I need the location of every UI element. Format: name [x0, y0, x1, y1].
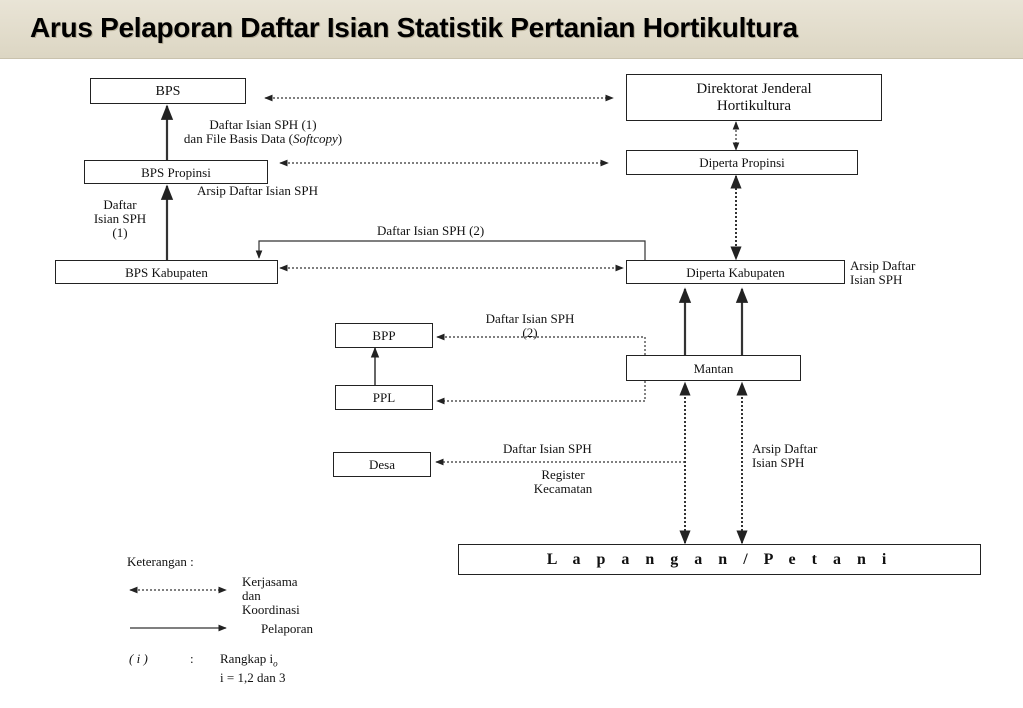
legend-report-text: Pelaporan	[261, 621, 313, 636]
box-desa-label: Desa	[369, 457, 395, 472]
label-bpp-sph: Daftar Isian SPH (2)	[455, 312, 605, 340]
label-sph1: Daftar Isian SPH (1) dan File Basis Data…	[118, 118, 408, 146]
label-sph2-top: Daftar Isian SPH (2)	[377, 223, 485, 238]
label-left-sph-line2: Isian SPH	[93, 211, 147, 226]
legend-coord-text: Kerjasama dan Koordinasi	[242, 575, 300, 617]
box-bps-kabupaten-label: BPS Kabupaten	[125, 264, 208, 280]
title-bar: Arus Pelaporan Daftar Isian Statistik Pe…	[0, 0, 1023, 59]
box-diperta-kabupaten-label: Diperta Kabupaten	[686, 264, 785, 280]
box-dirjen-line1: Direktorat Jenderal	[696, 80, 812, 97]
report-sph2-bracket	[255, 240, 646, 261]
label-arsip-lap-line2: Isian SPH	[752, 455, 805, 470]
box-diperta-propinsi-label: Diperta Propinsi	[699, 155, 785, 170]
label-arsip-lap: Arsip Daftar Isian SPH	[752, 442, 817, 470]
legend-colon: :	[190, 651, 194, 666]
dist-ppl	[436, 381, 646, 405]
label-left-sph-line1: Daftar	[103, 197, 137, 212]
label-sph1-prefix: dan File Basis Data (	[183, 131, 293, 146]
label-register-line1: Register	[541, 467, 585, 482]
box-bpp-label: BPP	[372, 328, 396, 343]
box-bps-propinsi: BPS Propinsi	[84, 160, 268, 184]
legend-copy-sub: o	[273, 658, 278, 669]
box-diperta-kabupaten: Diperta Kabupaten	[626, 260, 845, 284]
label-arsip-kab-line1: Arsip Daftar	[850, 258, 916, 273]
box-diperta-propinsi: Diperta Propinsi	[626, 150, 858, 175]
box-bps-label: BPS	[155, 83, 181, 99]
legend-copy-text: Rangkap io i = 1,2 dan 3	[220, 652, 285, 685]
label-sph1-suffix: )	[337, 131, 343, 146]
legend-copy-line2: i = 1,2 dan 3	[220, 669, 286, 685]
page-title: Arus Pelaporan Daftar Isian Statistik Pe…	[30, 12, 798, 43]
label-bpp-sph-line1: Daftar Isian SPH	[485, 311, 575, 326]
label-left-sph-line3: (1)	[112, 225, 128, 240]
label-sph1-line2: dan File Basis Data (Softcopy)	[118, 132, 408, 146]
label-arsip-kab: Arsip Daftar Isian SPH	[850, 259, 915, 287]
label-left-sph: Daftar Isian SPH (1)	[75, 198, 165, 240]
box-dirjen-line2: Hortikultura	[716, 97, 792, 114]
legend-heading: Keterangan :	[127, 554, 194, 569]
box-bpp: BPP	[335, 323, 433, 348]
box-bps-propinsi-label: BPS Propinsi	[141, 164, 211, 180]
label-register: Register Kecamatan	[518, 468, 608, 496]
legend-coord-line3: Koordinasi	[242, 602, 300, 617]
label-register-line2: Kecamatan	[533, 481, 593, 496]
box-lapangan: L a p a n g a n / P e t a n i	[458, 544, 981, 575]
label-bpp-sph-line2: (2)	[522, 325, 538, 340]
box-desa: Desa	[333, 452, 431, 477]
legend-coord-line1: Kerjasama	[242, 574, 298, 589]
label-desa-sph: Daftar Isian SPH	[503, 441, 592, 456]
dist-bpp	[436, 333, 646, 355]
box-mantan-label: Mantan	[693, 360, 734, 376]
legend-copy-line1-text: Rangkap i	[220, 651, 274, 666]
legend-copy-key: ( i )	[129, 651, 148, 666]
label-sph1-line1: Daftar Isian SPH (1)	[209, 117, 317, 132]
box-bps: BPS	[90, 78, 246, 104]
legend-copy-line1: Rangkap io	[220, 652, 285, 671]
label-arsip-lap-line1: Arsip Daftar	[752, 441, 818, 456]
box-mantan: Mantan	[626, 355, 801, 381]
label-arsip-prop: Arsip Daftar Isian SPH	[197, 183, 318, 198]
label-arsip-kab-line2: Isian SPH	[850, 272, 903, 287]
box-ppl-label: PPL	[372, 390, 396, 405]
label-sph1-italic: Softcopy	[292, 131, 338, 146]
legend-coord-line2: dan	[242, 588, 261, 603]
box-lapangan-label: L a p a n g a n / P e t a n i	[546, 551, 893, 568]
box-ppl: PPL	[335, 385, 433, 410]
box-dirjen: Direktorat Jenderal Hortikultura	[626, 74, 882, 121]
box-bps-kabupaten: BPS Kabupaten	[55, 260, 278, 284]
